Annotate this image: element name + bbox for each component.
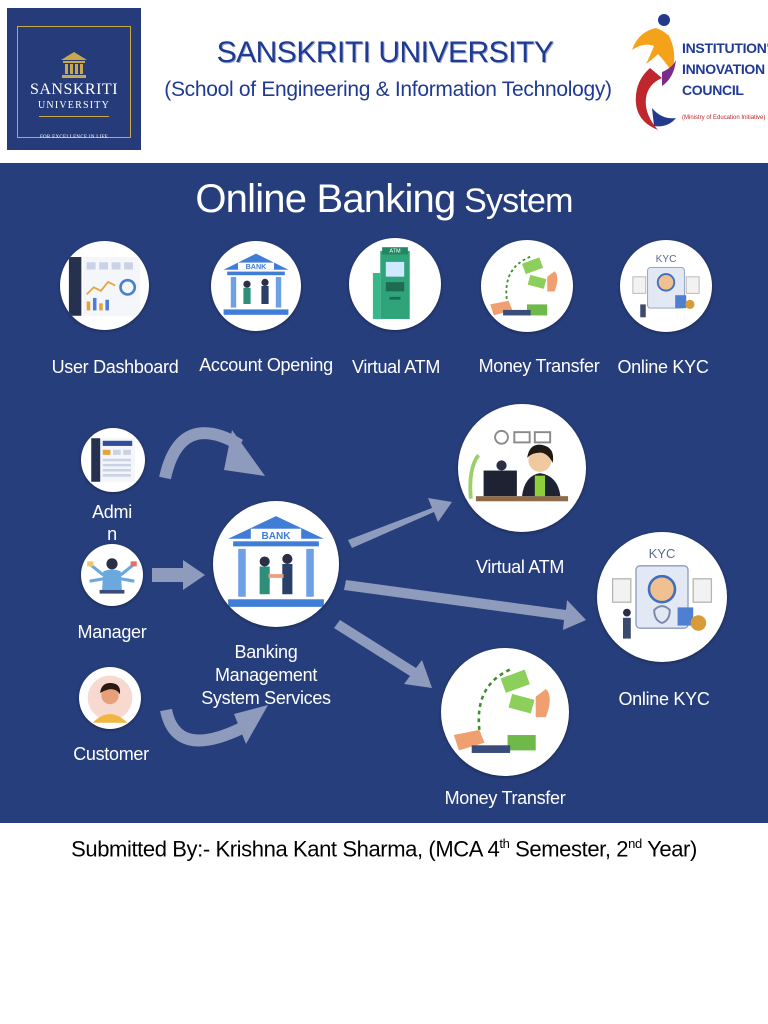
iic-figure-icon — [632, 14, 676, 130]
iic-ministry-text: (Ministry of Education Initiative) — [682, 115, 766, 121]
output-label-online-kyc: Online KYC — [618, 689, 710, 709]
center-label: Banking Management System Services — [186, 641, 346, 710]
actor-label-admin: Admi n — [80, 501, 144, 545]
output-label-money-transfer: Money Transfer — [444, 788, 566, 808]
kyc-icon: KYC — [620, 240, 712, 332]
footer-suffix: Year) — [641, 836, 697, 862]
center-label-line2: Management — [214, 665, 318, 685]
admin-dashboard-icon — [81, 428, 145, 492]
dashboard-icon — [60, 241, 149, 330]
logo-divider — [39, 116, 109, 117]
support-agent-icon — [458, 404, 586, 532]
customer-avatar-icon — [79, 667, 141, 729]
feature-label-money-transfer: Money Transfer — [478, 356, 600, 376]
svg-text:ATM: ATM — [389, 249, 401, 255]
output-kyc-icon: KYC — [597, 532, 727, 662]
iic-line3: COUNCIL — [682, 82, 744, 98]
temple-icon — [61, 52, 87, 78]
university-title: SANSKRITI UNIVERSITY — [216, 36, 554, 69]
actor-label-customer: Customer — [73, 744, 149, 764]
logo-name-line2: UNIVERSITY — [38, 100, 110, 111]
actor-label-manager: Manager — [77, 622, 147, 642]
money-transfer-icon — [481, 240, 573, 332]
logo-frame — [17, 26, 131, 138]
output-label-virtual-atm: Virtual ATM — [475, 557, 565, 577]
atm-icon: ATM — [349, 238, 441, 330]
svg-text:KYC: KYC — [656, 254, 677, 265]
output-money-transfer-icon — [441, 648, 569, 776]
sanskriti-university-logo: SANSKRITI UNIVERSITY FOR EXCELLENCE IN L… — [7, 8, 141, 150]
school-subtitle: (School of Engineering & Information Tec… — [164, 78, 612, 101]
footer-sup-th: th — [499, 836, 510, 851]
submitted-by-line: Submitted By:- Krishna Kant Sharma, (MCA… — [0, 836, 768, 862]
footer-sup-nd: nd — [628, 836, 642, 851]
footer-middle: Semester, 2 — [509, 836, 629, 862]
actor-label-admin-line1: Admi — [92, 502, 132, 522]
bank-icon: BANK — [211, 241, 301, 331]
feature-label-online-kyc: Online KYC — [617, 357, 709, 377]
feature-label-virtual-atm: Virtual ATM — [351, 357, 441, 377]
logo-name-line1: SANSKRITI — [29, 81, 119, 98]
center-label-line1: Banking — [234, 642, 298, 662]
iic-logo-text: INSTITUTION'S INNOVATION COUNCIL — [682, 38, 768, 101]
footer-prefix: Submitted By:- Krishna Kant Sharma, (MCA… — [71, 836, 500, 862]
manager-icon — [81, 544, 143, 606]
feature-label-user-dashboard: User Dashboard — [51, 357, 179, 377]
banner-title-suffix: System — [455, 182, 573, 220]
output-kyc-sign: KYC — [649, 546, 676, 561]
feature-label-account-opening: Account Opening — [199, 355, 333, 375]
logo-tagline: FOR EXCELLENCE IN LIFE — [39, 135, 109, 140]
center-bank-sign: BANK — [261, 531, 291, 542]
banner-title: Online Banking System — [0, 177, 768, 222]
svg-text:BANK: BANK — [246, 262, 268, 271]
banner-title-main: Online Banking — [195, 177, 456, 221]
center-label-line3: System Services — [201, 688, 331, 708]
iic-line2: INNOVATION — [682, 61, 765, 77]
actor-label-admin-line2: n — [107, 524, 117, 544]
center-bank-icon: BANK — [213, 501, 339, 627]
iic-line1: INSTITUTION'S — [682, 40, 768, 56]
